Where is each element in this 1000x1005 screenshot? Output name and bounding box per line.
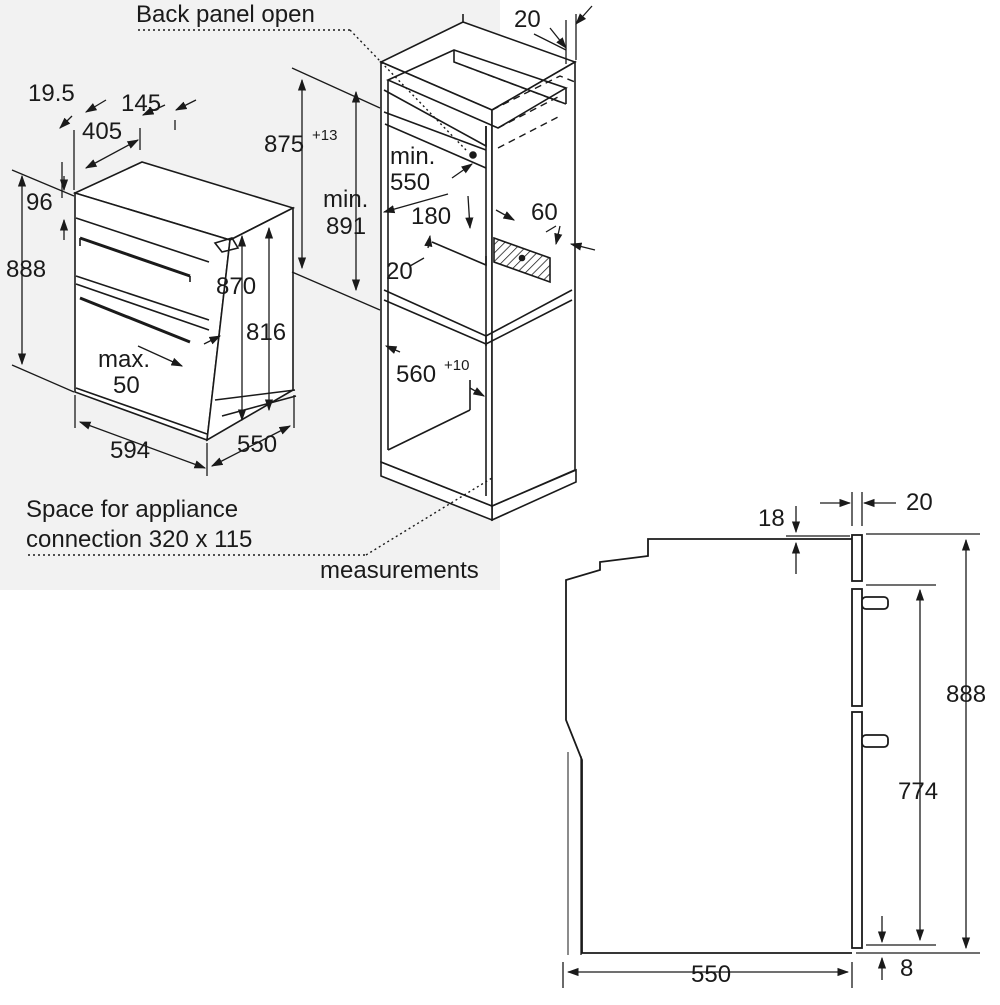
- side-view-drawing: [565, 534, 889, 955]
- dim-18: 18: [758, 505, 785, 532]
- dim-888-side: 888: [946, 681, 986, 708]
- dim-min891-label: min.: [323, 186, 368, 213]
- cabinet-dimension-lines: [291, 5, 596, 397]
- dim-min550-label: min.: [390, 143, 435, 170]
- dim-870: 870: [216, 273, 256, 300]
- dim-145: 145: [121, 90, 161, 117]
- dim-594: 594: [110, 437, 150, 464]
- dim-96: 96: [26, 189, 53, 216]
- dim-8: 8: [900, 955, 913, 982]
- dim-774: 774: [898, 778, 938, 805]
- dim-405: 405: [82, 118, 122, 145]
- dim-875: 875: [264, 131, 304, 158]
- dim-min891-value: 891: [326, 213, 366, 240]
- dim-560: 560: [396, 361, 436, 388]
- dim-min550-value: 550: [390, 169, 430, 196]
- dim-max-value: 50: [113, 372, 140, 399]
- dim-560-tolerance: +10: [444, 357, 469, 374]
- space-caption-line2: connection 320 x 115: [26, 526, 252, 553]
- dim-20-top: 20: [514, 6, 541, 33]
- dim-550-side: 550: [691, 961, 731, 988]
- cabinet-drawing: [379, 14, 577, 522]
- dim-550-oven: 550: [237, 431, 277, 458]
- dim-60: 60: [531, 199, 558, 226]
- dim-max-label: max.: [98, 346, 150, 373]
- dim-875-tolerance: +13: [312, 127, 337, 144]
- cabinet-dashed-back: [453, 61, 576, 149]
- callout-leaders: [28, 29, 493, 556]
- dim-20-inner: 20: [386, 258, 413, 285]
- measurements-caption: measurements: [320, 557, 479, 584]
- space-caption-line1: Space for appliance: [26, 496, 238, 523]
- oven-drawing: [72, 161, 297, 442]
- dim-180: 180: [411, 203, 451, 230]
- dim-20-side: 20: [906, 489, 933, 516]
- dim-888-oven: 888: [6, 256, 46, 283]
- back-panel-caption: Back panel open: [136, 1, 315, 28]
- oven-dimension-lines: [11, 99, 295, 476]
- dim-19-5: 19.5: [28, 80, 75, 107]
- side-dimension-lines: [562, 492, 980, 988]
- dim-816: 816: [246, 319, 286, 346]
